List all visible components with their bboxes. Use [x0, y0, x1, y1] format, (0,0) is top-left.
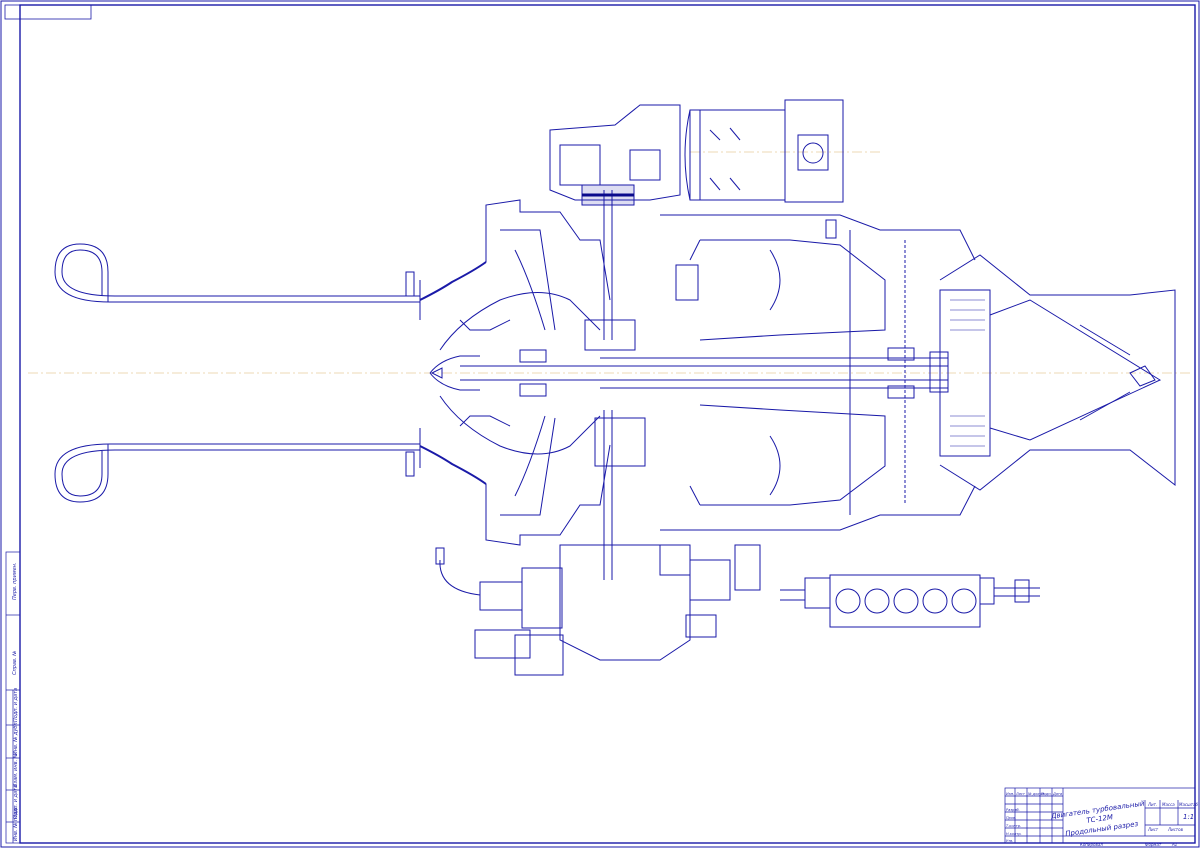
format-value: А1 — [1171, 842, 1177, 847]
fuel-manifold — [780, 574, 1040, 628]
accessory-drive — [549, 104, 681, 580]
side-stamp-label: Взам. инв. № — [13, 753, 19, 787]
side-stamp-label: Справ. № — [12, 651, 18, 675]
role-label: Т.контр. — [1006, 824, 1021, 828]
role-label: Утв. — [1006, 839, 1013, 843]
engine-section — [54, 99, 1176, 676]
compressor-nose — [429, 355, 480, 391]
compressor-housing — [439, 199, 611, 546]
side-stamp-label: Перв. примен. — [12, 562, 18, 600]
col-header: № докум. — [1027, 792, 1045, 796]
mass-label: Масса — [1162, 802, 1175, 807]
scale-value: 1:1 — [1183, 813, 1194, 821]
inlet-bellmouth — [54, 243, 487, 503]
copied-label: Копировал — [1080, 842, 1103, 847]
combustion-chamber — [660, 214, 976, 531]
lit-label: Лит. — [1147, 802, 1157, 807]
role-label: Разраб. — [1006, 808, 1020, 812]
side-stamp — [5, 551, 21, 844]
side-stamp-label: Инв. № дубл. — [13, 721, 19, 755]
role-label: Н.контр. — [1006, 832, 1022, 836]
col-header: Лист — [1015, 792, 1026, 796]
main-shaft — [460, 347, 949, 399]
title-block-text: Двигатель турбовальный ТС-12М Продольный… — [1006, 792, 1199, 847]
starter-generator — [684, 99, 844, 203]
sheet-label: Лист — [1147, 827, 1159, 832]
col-header: Изм. — [1006, 792, 1014, 796]
role-label: Пров. — [1006, 816, 1016, 820]
side-stamp-label: Подп. и дата — [13, 688, 19, 722]
col-header: Дата — [1052, 792, 1062, 796]
turbine-disk — [950, 299, 985, 447]
lower-accessories — [435, 544, 761, 676]
title-block — [1004, 787, 1196, 844]
side-stamp-labels: Перв. примен. Справ. № Подп. и дата Инв.… — [12, 562, 19, 841]
format-label: Формат — [1145, 842, 1162, 847]
side-stamp-label: Подп. и дата — [13, 785, 19, 819]
turbine-exhaust — [939, 254, 1176, 491]
scale-label: Масштаб — [1179, 802, 1199, 807]
drawing-designation: ТС-12М — [1086, 813, 1113, 825]
sheets-label: Листов — [1167, 827, 1184, 832]
side-stamp-label: Инв. № подл. — [13, 807, 19, 842]
col-header: Подп. — [1041, 792, 1052, 796]
